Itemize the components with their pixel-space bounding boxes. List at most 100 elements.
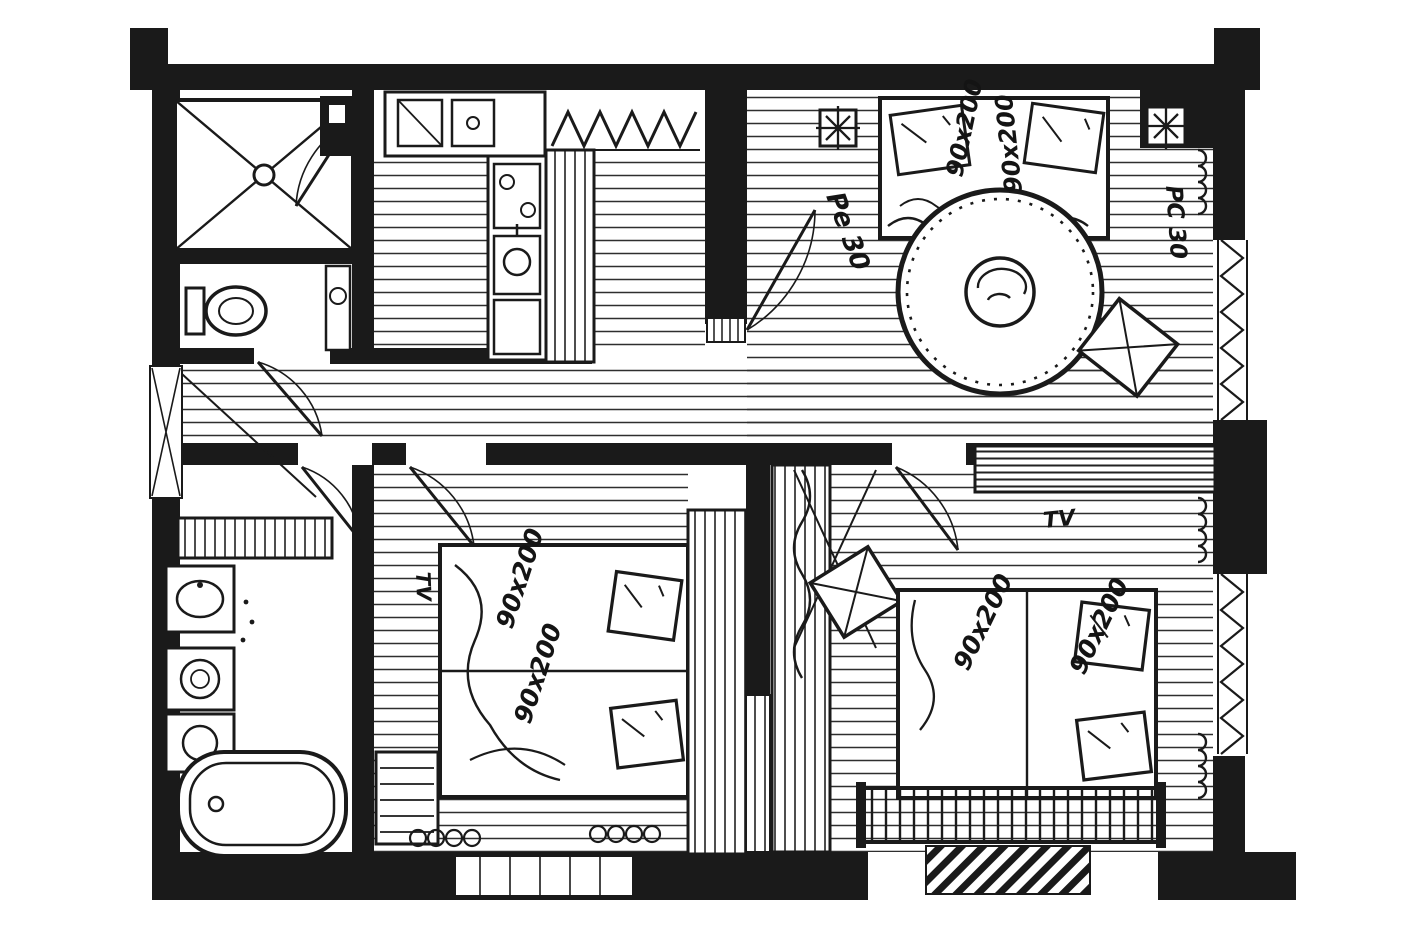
bed-1-pillow-2 (608, 698, 686, 770)
toilet-bowl (204, 285, 268, 337)
wall-bathroom-bedroom1 (352, 465, 374, 854)
wall-center-vertical (705, 64, 747, 324)
entry-door-swing (181, 373, 317, 498)
bed-1-pillow-1 (606, 569, 684, 642)
interior-walls (152, 64, 1215, 854)
toilet-tank (184, 286, 206, 336)
wall-middle-0 (180, 443, 298, 465)
living-door-arc (746, 209, 816, 331)
kitchen-oven (450, 98, 496, 148)
radiator-fins (380, 767, 434, 833)
scallop-annotation-top (1197, 148, 1208, 216)
tv-label-bedroom1: TV (411, 571, 436, 602)
tile-dot (249, 619, 255, 625)
bed-2-pillow-2 (1074, 710, 1154, 782)
bottom-threshold-stripes (479, 856, 601, 896)
washing-machine (164, 646, 236, 712)
washer-door (179, 658, 221, 700)
railing-bars (870, 788, 1154, 842)
hob-ring-2 (520, 202, 536, 218)
window-zigzag-top (1219, 239, 1245, 421)
wall-middle-c (768, 443, 892, 465)
living-threshold-stripes (713, 318, 739, 342)
sofa-pillow-2 (1022, 101, 1106, 175)
scallop-annotation-mid (1197, 496, 1208, 564)
note-pc30: PC 30 (1160, 185, 1191, 260)
toilet-vanity (324, 264, 352, 352)
washer-door-inner (190, 669, 210, 689)
sink-bowl (175, 579, 225, 619)
bathtub-drain (207, 795, 225, 813)
kitchen (320, 90, 700, 364)
bedroom-1 (374, 466, 771, 856)
toilet-door-leaf (256, 361, 324, 437)
openings (149, 239, 1248, 897)
bedroom-2 (770, 463, 1208, 854)
bed-1-blanket-squiggle-2 (469, 747, 566, 766)
tv-label-living: TV (1042, 506, 1078, 534)
ceiling-light-1-star (816, 106, 860, 150)
wall-shower-toilet (152, 250, 354, 264)
living-room (745, 90, 1217, 494)
wardrobe-bedroom1 (686, 508, 748, 856)
wall-middle-b (486, 443, 746, 465)
centerpiece-swirl (976, 267, 1028, 301)
coat-hangers (550, 108, 698, 150)
sofa-pillow-1 (888, 103, 972, 177)
left-window-sash (151, 367, 181, 497)
bathroom-bench (176, 516, 334, 560)
shower-drain (252, 163, 276, 187)
oven-knob (466, 116, 480, 130)
curtain-squiggle (792, 469, 812, 679)
scallop-annotation-bottom (1197, 732, 1208, 800)
cable-squiggle-left (408, 828, 482, 848)
wall-corridor-vertical (746, 443, 770, 695)
radiator (374, 750, 440, 846)
balcony (856, 782, 1166, 898)
kitchen-hob (492, 162, 542, 230)
round-table-rim (905, 197, 1095, 387)
bathroom-door-arc (301, 466, 361, 541)
living-door-leaf (745, 209, 817, 331)
sink-tap (197, 582, 203, 588)
right-wall-top (1213, 64, 1245, 240)
bed-1-blanket-squiggle (454, 564, 561, 782)
doormat-hatch (925, 845, 1091, 895)
bed-2-blanket-squiggle (910, 599, 936, 731)
armchair-bedroom2 (807, 544, 905, 640)
bedroom1-door-arc (409, 466, 475, 547)
toilet-room (184, 264, 352, 437)
vanity-basin (329, 287, 347, 305)
wall-wetrooms-hall-a (152, 348, 254, 364)
bathroom (164, 466, 362, 858)
exterior-walls (130, 28, 1296, 900)
tv-sideboard (973, 444, 1217, 494)
bathtub (176, 750, 348, 858)
right-window-top (1217, 239, 1248, 421)
bedroom1-door-leaf (408, 466, 476, 547)
kitchen-tall-cabinet (544, 148, 596, 364)
sink-basin (502, 247, 532, 277)
cable-squiggle-right (588, 824, 662, 844)
tile-dot (243, 599, 249, 605)
bedroom2-door-arc (895, 466, 959, 551)
appliance-mark (397, 99, 443, 147)
bathroom-door-leaf (300, 466, 362, 541)
window-zigzag-bottom (1219, 573, 1245, 755)
bed-2-pillow-1 (1072, 600, 1152, 672)
kitchen-sink (492, 234, 542, 296)
bedroom2-door-leaf (894, 466, 960, 551)
right-wall-pilaster (1213, 420, 1267, 574)
toilet-bowl-inner (218, 297, 254, 325)
wall-middle-a (372, 443, 406, 465)
wall-shower-kitchen (352, 64, 374, 362)
corridor-panel (745, 694, 771, 853)
kitchen-cabinet-low (492, 298, 542, 356)
right-wall-bottom (1213, 756, 1245, 856)
living-door-threshold (706, 317, 746, 343)
kitchen-column-vent (327, 103, 347, 125)
top-wall (152, 64, 1228, 90)
toilet-door-arc (257, 361, 323, 437)
